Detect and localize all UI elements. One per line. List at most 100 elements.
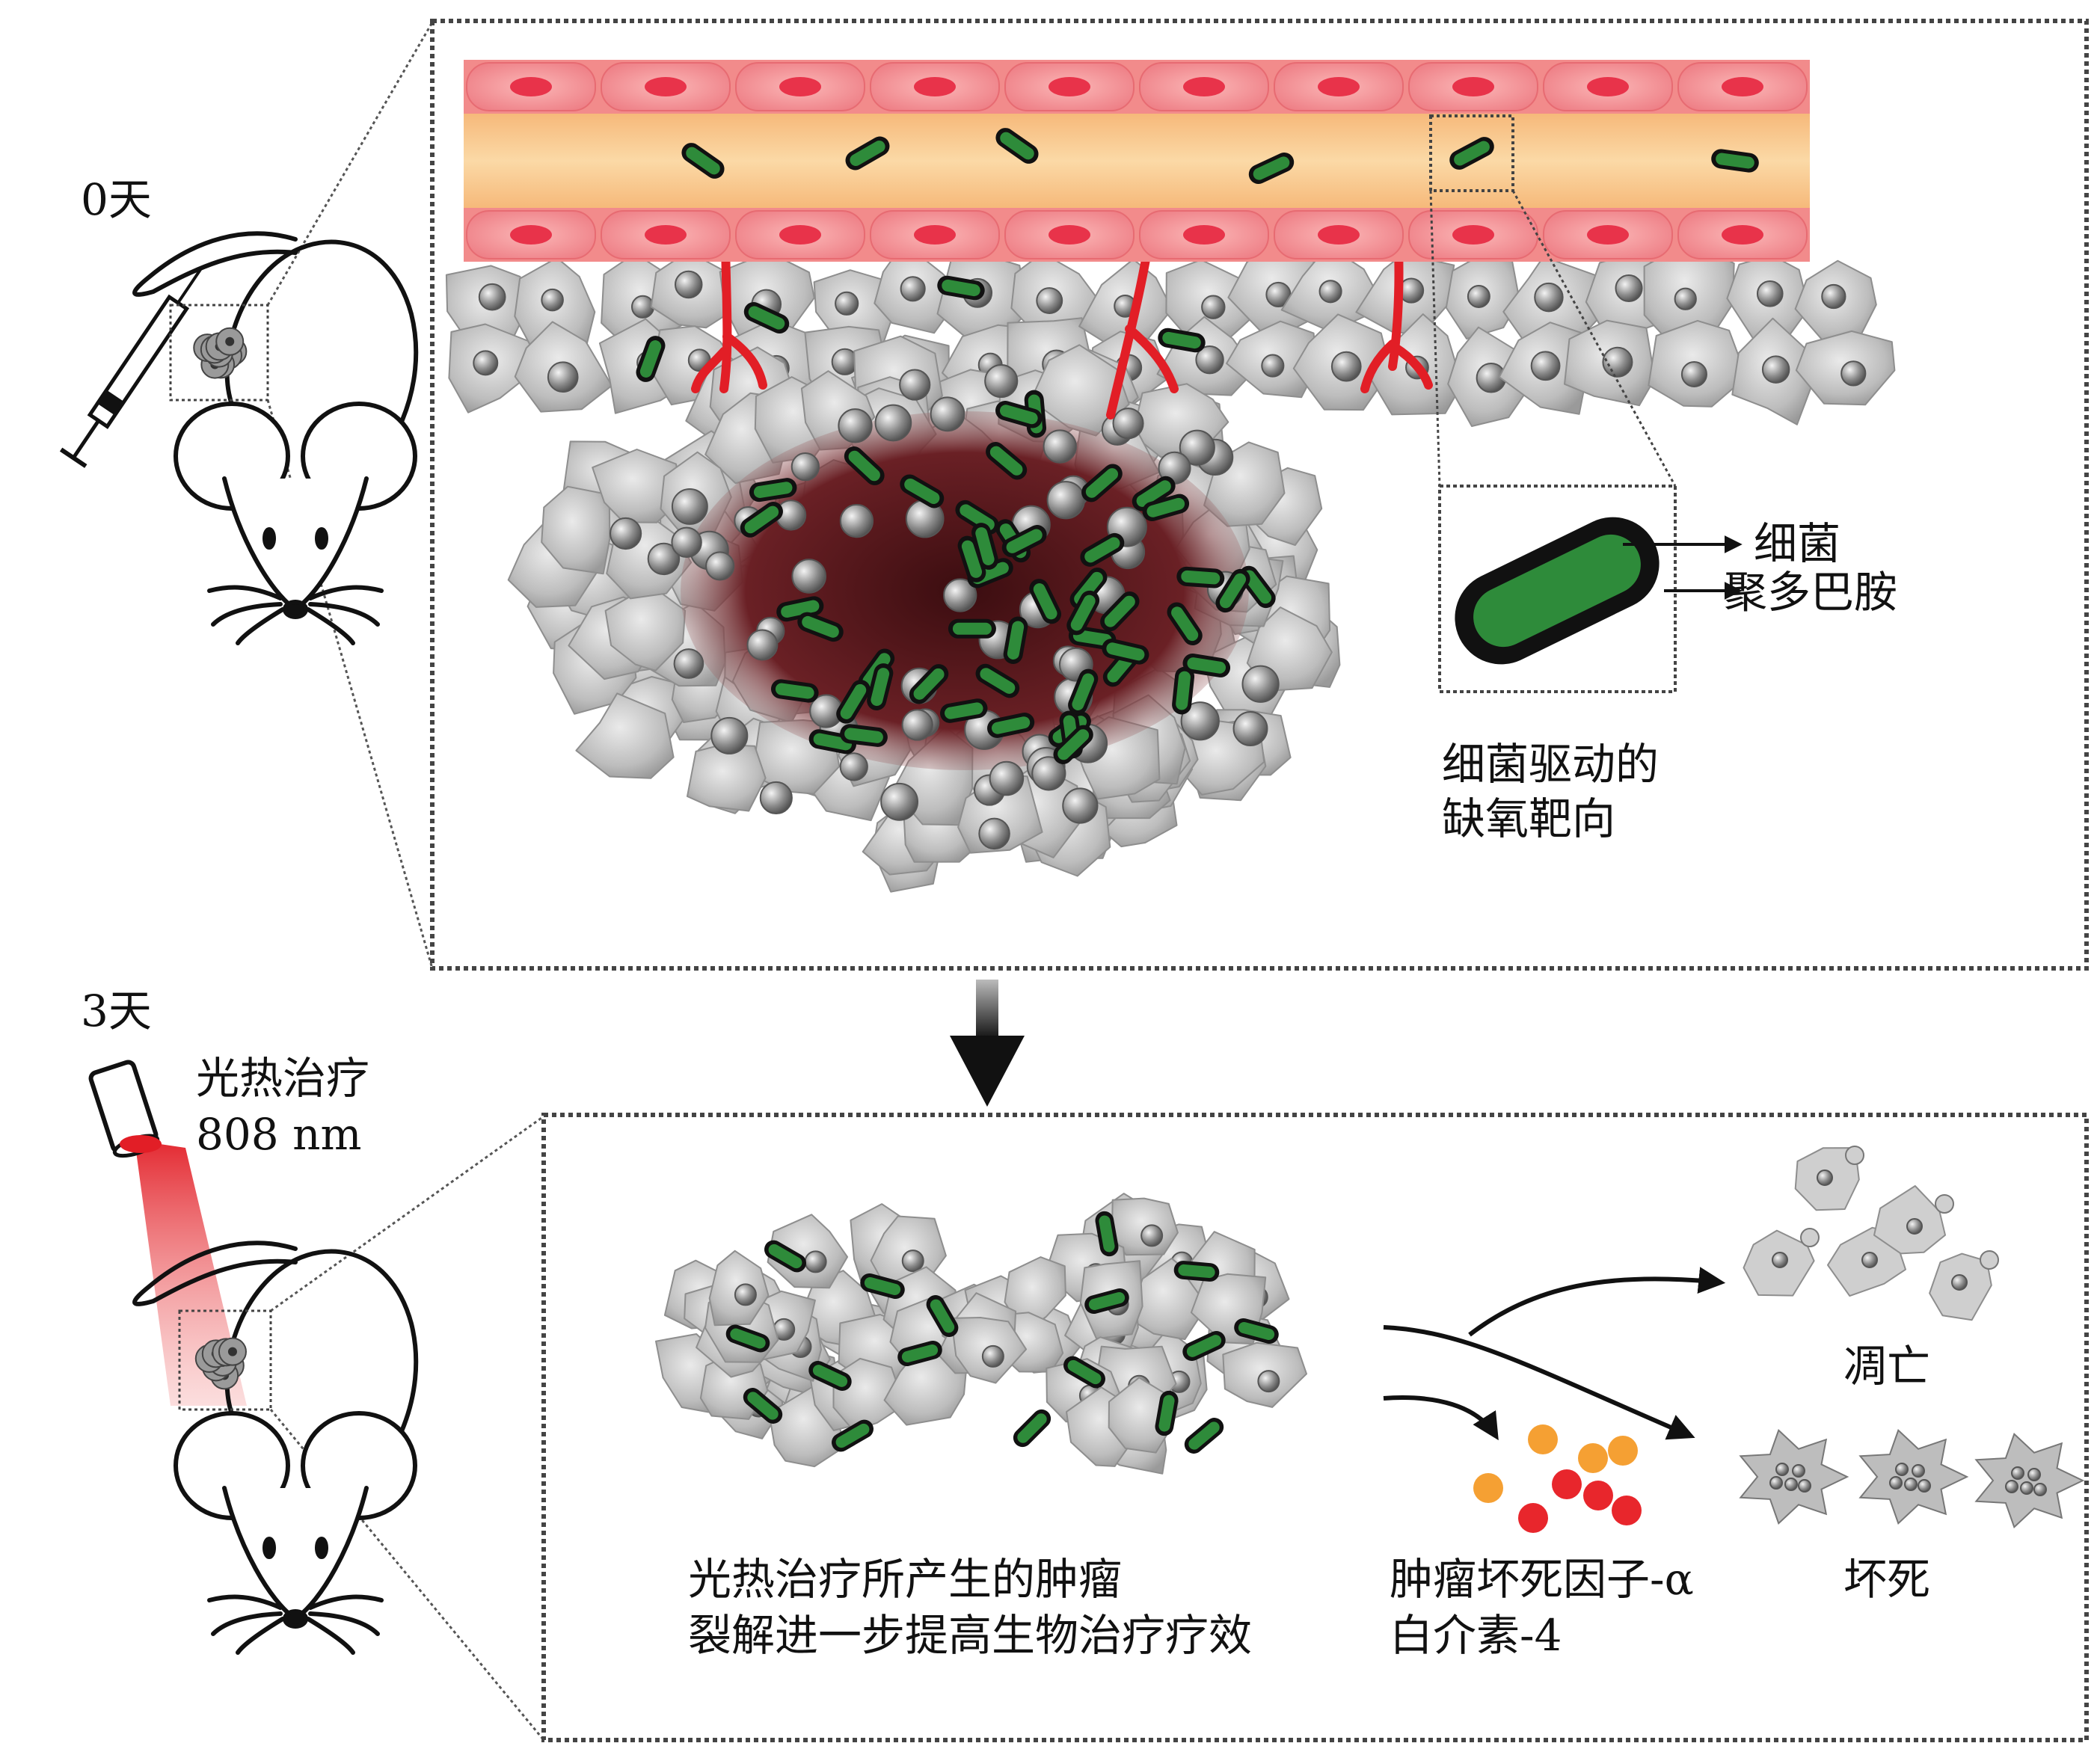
endothelial-nucleus <box>779 225 821 245</box>
cell-nucleus <box>984 363 1019 399</box>
mouse-icon-day0 <box>132 231 419 645</box>
endothelial-nucleus <box>645 77 687 96</box>
bacterium-zoom-line-left <box>1429 190 1441 487</box>
cell-nucleus <box>1761 355 1790 384</box>
bacterium <box>844 446 885 485</box>
cell-nucleus <box>547 361 579 393</box>
bacterium <box>1449 137 1494 170</box>
label-lysis-2: 裂解进一步提高生物治疗疗效 <box>688 1610 1253 1661</box>
bacterium <box>743 1388 783 1424</box>
bacterium <box>957 535 986 583</box>
label-ptt: 光热治疗 <box>196 1053 370 1104</box>
bacterium <box>867 663 894 711</box>
bacterium <box>1711 149 1759 173</box>
bacterium <box>1155 1390 1179 1436</box>
cell-nucleus <box>1180 701 1220 741</box>
cell-nucleus <box>1036 287 1063 314</box>
bacterium <box>832 1419 874 1452</box>
cell-nucleus <box>671 488 708 525</box>
necrotic-cell <box>1739 1429 1849 1525</box>
cell-nucleus <box>1904 1478 1918 1491</box>
cell-nucleus <box>804 1250 827 1273</box>
label-bacteria: 细菌 <box>1754 518 1841 569</box>
tumor-cell <box>604 584 687 671</box>
bacterium <box>987 712 1035 738</box>
bacterium <box>1142 494 1190 522</box>
bacterium <box>1084 1288 1129 1315</box>
endothelial-nucleus <box>779 77 821 96</box>
cell-nucleus <box>839 752 868 781</box>
bacterium <box>1066 590 1100 636</box>
bacterium <box>1248 152 1295 185</box>
cell-nucleus <box>1179 429 1215 466</box>
cell-nucleus <box>1046 481 1085 520</box>
capillaries <box>691 242 1433 419</box>
bacterium <box>1001 525 1047 558</box>
label-apoptosis: 凋亡 <box>1843 1341 1931 1392</box>
bacterium <box>1167 602 1203 645</box>
endothelial-nucleus <box>1587 225 1629 245</box>
bacterium <box>1234 1318 1279 1344</box>
cell-nucleus <box>874 404 912 442</box>
cell-nucleus <box>1918 1479 1931 1493</box>
tumor-cell <box>832 1357 906 1432</box>
cell-nucleus <box>1674 287 1697 310</box>
laser-beam <box>135 1140 247 1406</box>
endothelial-nucleus <box>510 77 552 96</box>
cell-nucleus <box>1043 429 1077 464</box>
endothelial-nucleus <box>645 225 687 245</box>
cell-nucleus <box>1775 1463 1789 1476</box>
cell-nucleus <box>1261 354 1285 378</box>
laser-icon <box>88 1060 162 1158</box>
endothelial-nucleus <box>1722 225 1763 245</box>
bacterium <box>770 679 819 703</box>
apoptotic-cells <box>1743 1146 1999 1321</box>
bacterium <box>995 128 1039 164</box>
mouse-tumor-day3 <box>194 1337 247 1390</box>
cell-nucleus <box>930 396 965 432</box>
bacterium <box>1176 566 1225 588</box>
bacterium <box>636 336 666 382</box>
bacterium <box>764 1240 806 1273</box>
bacterium <box>926 1295 959 1337</box>
cell-nucleus <box>1330 351 1362 382</box>
outcome-arrows <box>1383 1267 1726 1441</box>
bacterium <box>749 478 797 502</box>
cell-nucleus <box>791 559 826 594</box>
bacterium <box>1172 666 1195 715</box>
cell-nucleus <box>839 504 874 538</box>
label-lysis-1: 光热治疗所产生的肿瘤 <box>688 1554 1123 1605</box>
label-wavelength: 808 nm <box>196 1109 362 1160</box>
bacterium <box>995 401 1043 428</box>
cell-nucleus <box>647 542 681 576</box>
cell-nucleus <box>1784 1478 1798 1491</box>
necrotic-cells <box>1739 1429 2085 1528</box>
cell-nucleus <box>610 517 642 550</box>
bacterium <box>1132 476 1176 511</box>
cell-nucleus <box>901 1250 924 1273</box>
bacterium <box>1184 1418 1224 1454</box>
bacterium <box>845 136 890 170</box>
bacterium <box>1100 591 1140 632</box>
cell-nucleus <box>790 452 820 482</box>
cell-nucleus <box>630 295 655 319</box>
endothelial-nucleus <box>1587 77 1629 96</box>
cell-nucleus <box>1951 1274 1968 1291</box>
label-day3: 3天 <box>81 986 152 1036</box>
cell-nucleus <box>1467 285 1490 308</box>
endothelial-nucleus <box>914 225 956 245</box>
bacterium <box>937 275 985 301</box>
cell-nucleus <box>1530 351 1561 381</box>
zoom-line-top <box>266 22 434 306</box>
cell-nucleus <box>835 291 859 316</box>
cell-nucleus <box>473 350 499 376</box>
bacterium <box>971 523 998 570</box>
cell-nucleus <box>1792 1464 1805 1478</box>
cell-nucleus <box>478 283 506 311</box>
cell-nucleus <box>1895 1463 1909 1476</box>
bacterium <box>1029 579 1061 624</box>
cell-nucleus <box>1318 280 1342 304</box>
syringe-icon <box>59 268 203 468</box>
bacterium-zoom-line-right <box>1511 190 1677 487</box>
bacterium <box>1013 1409 1051 1448</box>
